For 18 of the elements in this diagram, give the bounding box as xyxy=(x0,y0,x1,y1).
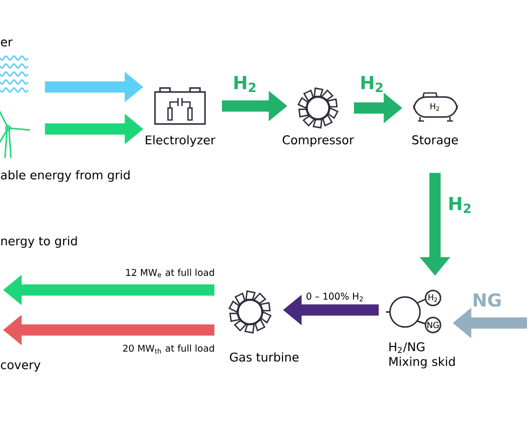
edge-label: H$_{2}$ xyxy=(361,76,382,92)
node-label: Gas turbine xyxy=(230,352,299,362)
edge-label: H$_{2}$ xyxy=(234,76,256,92)
icon-label: H$_{2}$ xyxy=(428,294,438,302)
node-label: able energy from grid xyxy=(0,170,130,182)
edge-label: NG xyxy=(474,293,501,307)
node-label: H$_{2}$/NG Mixing skid xyxy=(389,342,455,368)
node-label: Storage xyxy=(412,135,458,147)
node-label: Compressor xyxy=(282,135,354,147)
icon-label: NG xyxy=(428,322,439,328)
node-label: er xyxy=(0,40,13,46)
edge-label: 0 – 100% H$_{2}$ xyxy=(306,292,363,302)
text-label: nergy to grid xyxy=(1,236,77,248)
edge-label: 12 MW$_{e}$ at full load xyxy=(126,268,214,278)
edge-label: H$_{2}$ xyxy=(449,197,470,213)
edge-label: 20 MW$_{th}$ at full load xyxy=(123,344,214,354)
text-label: covery xyxy=(0,362,40,372)
node-label: Electrolyzer xyxy=(146,135,216,147)
